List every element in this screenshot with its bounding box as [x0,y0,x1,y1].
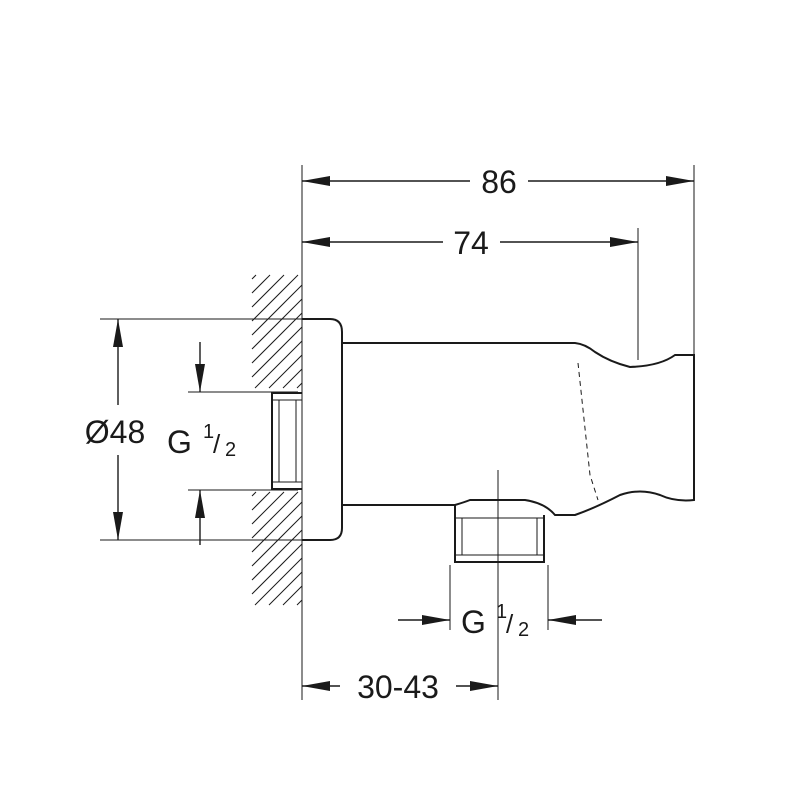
hatch-line [251,501,303,553]
hatch-line [251,491,299,539]
dimension-inlet-thread: G 1 / 2 [167,342,236,545]
hatch-line [251,491,257,497]
hatch-line [251,274,257,280]
hatch-line [251,529,303,581]
hatch-line [282,368,303,389]
hatch-line [251,491,271,511]
hatch-line [282,585,303,606]
dimension-30-43: 30-43 [302,669,498,705]
hatch-line [268,354,303,389]
hatch-line [251,298,303,350]
hatch-line [296,382,303,389]
hatch-line [251,326,303,378]
outlet-thread-denominator: 2 [518,619,529,641]
hatch-line [251,491,285,525]
hatch-line [251,274,271,294]
hatch-line [268,571,303,606]
hatch-line [251,515,303,567]
inlet-thread-label: G [167,424,192,460]
inlet-thread-slash: / [213,429,221,459]
outlet-thread-label: G [461,604,486,640]
dimension-86-label: 86 [481,164,517,200]
hatch-line [251,284,303,336]
outlet-thread-slash: / [506,609,514,639]
hatch-line [296,599,303,606]
dimension-86: 86 [302,164,694,200]
hatch-line [254,557,303,606]
dimension-outlet-thread: G 1 / 2 [398,601,602,641]
dimension-diameter-48-label: Ø48 [85,414,145,450]
inlet-thread-denominator: 2 [225,439,236,461]
dimension-diameter-48: Ø48 [85,319,145,540]
extension-lines [100,165,695,700]
hatch-line [254,340,303,389]
inlet-thread-numerator: 1 [203,421,214,443]
dimension-74-label: 74 [453,225,489,261]
dimension-74: 74 [302,225,638,261]
dimension-30-43-label: 30-43 [357,669,439,705]
outlet-thread-numerator: 1 [496,601,507,623]
hatch-line [251,543,303,595]
wall-outlet-body [271,318,695,563]
hatch-line [251,312,303,364]
wall-hatching [251,274,303,606]
hatch-line [251,274,299,322]
hatch-line [251,274,285,308]
